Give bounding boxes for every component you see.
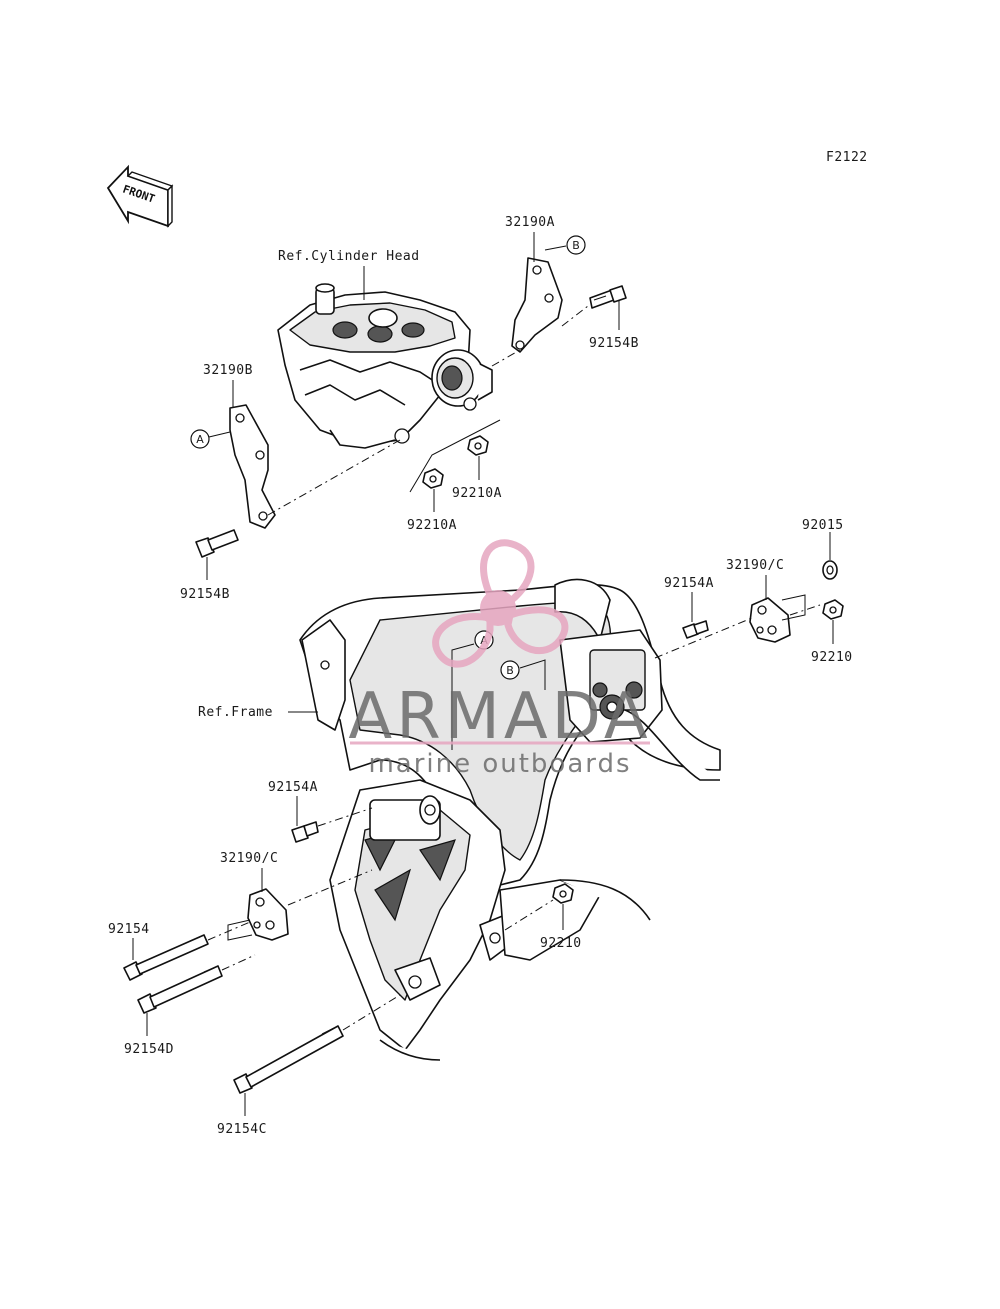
callout-32190B: 32190B: [203, 363, 253, 378]
bracket-32190C-right: [749, 597, 791, 643]
marker-b-top: B: [566, 235, 586, 255]
ref-frame-label: Ref.Frame: [198, 705, 273, 720]
svg-text:B: B: [506, 664, 514, 677]
marker-b-frame: B: [500, 660, 520, 680]
callout-32190A: 32190A: [505, 215, 555, 230]
bolt-92154D: [137, 965, 223, 1014]
callout-92154B-top: 92154B: [589, 336, 639, 351]
callout-92154D: 92154D: [124, 1042, 174, 1057]
callout-32190C-left: 32190/C: [220, 851, 278, 866]
nut-92210-lower: [552, 883, 574, 904]
bolt-92154A-left: [291, 821, 319, 843]
callout-32190C-right: 32190/C: [726, 558, 784, 573]
callout-92210-lower: 92210: [540, 936, 582, 951]
callout-92210A-right: 92210A: [452, 486, 502, 501]
callout-92154A-left: 92154A: [268, 780, 318, 795]
nut-92210-right: [822, 599, 844, 620]
washer-92015: [822, 560, 838, 580]
front-arrow-icon: FRONT: [106, 164, 174, 228]
bracket-32190A: [511, 257, 563, 353]
svg-text:A: A: [196, 433, 204, 446]
watermark-tagline: marine outboards: [368, 749, 631, 779]
ref-cylinder-head-label: Ref.Cylinder Head: [278, 249, 420, 264]
bracket-32190B: [229, 404, 276, 529]
bolt-92154B-left: [195, 529, 239, 558]
callout-92154B-left: 92154B: [180, 587, 230, 602]
callout-92210-right: 92210: [811, 650, 853, 665]
callout-92154A-right: 92154A: [664, 576, 714, 591]
svg-text:B: B: [572, 239, 580, 252]
marker-a-left: A: [190, 429, 210, 449]
bolt-92154C: [233, 1025, 344, 1094]
propeller-logo-icon: [432, 539, 569, 668]
cylinder-head-illustration: [277, 283, 493, 449]
bolt-92154: [123, 934, 209, 981]
bracket-32190C-left: [247, 888, 289, 941]
frame-illustration: [299, 578, 721, 1061]
callout-92015: 92015: [802, 518, 844, 533]
callout-92210A-left: 92210A: [407, 518, 457, 533]
nut-92210A-left: [422, 468, 444, 489]
callout-92154C: 92154C: [217, 1122, 267, 1137]
nut-92210A-right: [467, 435, 489, 456]
bolt-92154B-top: [589, 285, 627, 309]
bolt-92154A-right: [682, 620, 709, 639]
armada-watermark: ARMADA marine outboards: [348, 539, 650, 779]
figure-code: F2122: [826, 150, 868, 165]
callout-92154: 92154: [108, 922, 150, 937]
